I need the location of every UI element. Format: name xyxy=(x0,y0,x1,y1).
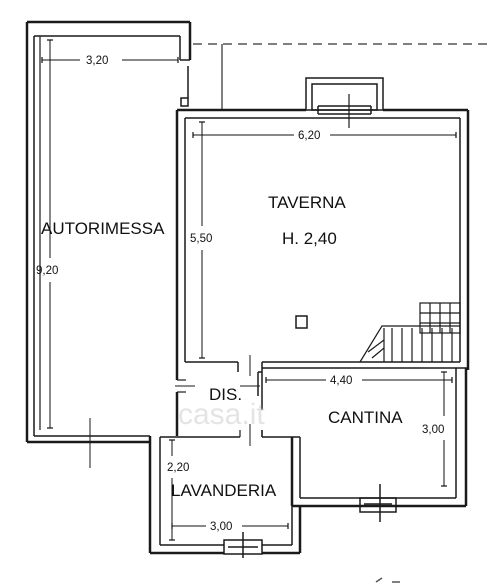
taverna-column xyxy=(295,315,308,329)
room-label-dis: DIS. xyxy=(209,385,242,404)
dim-label-cantina-depth: 3,00 xyxy=(422,424,444,436)
room-label-autorimessa: AUTORIMESSA xyxy=(41,219,165,238)
door-marks xyxy=(177,379,263,437)
room-label-taverna-height: H. 2,40 xyxy=(282,229,337,248)
taverna-window xyxy=(305,77,384,128)
room-label-lavanderia: LAVANDERIA xyxy=(171,481,277,500)
cutoff-marks xyxy=(375,577,400,583)
staircase xyxy=(359,302,461,363)
watermark: casa.it xyxy=(178,398,265,431)
dim-label-cantina-width: 4,40 xyxy=(330,375,352,387)
dim-label-lavanderia-depth: 2,20 xyxy=(167,462,189,474)
external-dashed-outline xyxy=(193,43,490,110)
dimension-lines xyxy=(41,39,457,541)
room-label-taverna: TAVERNA xyxy=(268,193,346,212)
room-label-cantina: CANTINA xyxy=(328,408,403,427)
axis-markers xyxy=(89,355,260,468)
dim-label-taverna-width: 6,20 xyxy=(298,130,320,142)
dim-label-autorimessa-length: 9,20 xyxy=(36,265,58,277)
autorimessa-wall-stubs xyxy=(180,66,189,107)
dim-label-autorimessa-width: 3,20 xyxy=(86,55,108,67)
lavanderia-window xyxy=(223,532,263,558)
dim-label-taverna-depth: 5,50 xyxy=(190,233,212,245)
dim-label-lavanderia-width: 3,00 xyxy=(210,521,232,533)
cantina-window xyxy=(359,484,397,522)
taverna-walls xyxy=(175,108,470,370)
autorimessa-walls xyxy=(25,20,192,444)
lower-walls xyxy=(148,360,470,555)
